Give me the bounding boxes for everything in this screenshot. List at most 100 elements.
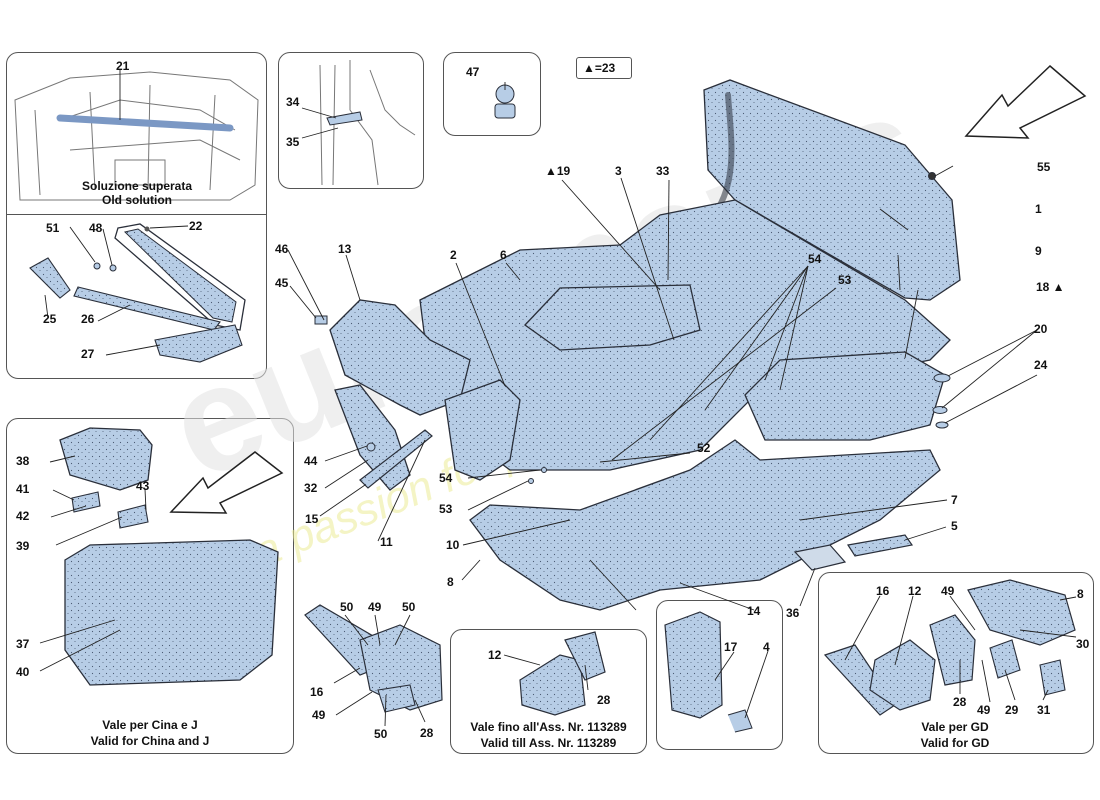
direction-arrow-top-right xyxy=(964,64,1087,139)
callout-6: 6 xyxy=(500,248,507,262)
callout-49-gd: 49 xyxy=(941,584,955,598)
old-solution-sketch xyxy=(14,71,259,201)
direction-arrow-china-panel xyxy=(169,451,284,514)
callout-3: 3 xyxy=(615,164,622,178)
mat-17 xyxy=(664,611,753,733)
callout-35: 35 xyxy=(286,135,300,149)
china-caption-it: Vale per Cina e J xyxy=(102,718,198,732)
gd-caption-it: Vale per GD xyxy=(921,720,989,734)
callout-40: 40 xyxy=(16,665,30,679)
front-side-panel xyxy=(334,384,433,491)
callout-49-b: 49 xyxy=(312,708,326,722)
callout-4: 4 xyxy=(763,640,770,654)
callout-33: 33 xyxy=(656,164,670,178)
callout-31-gd: 31 xyxy=(1037,703,1051,717)
callout-49-gd-b: 49 xyxy=(977,703,991,717)
callout-48: 48 xyxy=(89,221,103,235)
callout-26: 26 xyxy=(81,312,95,326)
callout-11: 11 xyxy=(380,535,393,549)
callout-52: 52 xyxy=(697,441,711,455)
callout-37: 37 xyxy=(16,637,30,651)
legend-note: ▲=23 xyxy=(583,61,616,75)
callout-28-ass: 28 xyxy=(597,693,611,707)
heel-pad xyxy=(793,534,914,571)
gd-caption-en: Valid for GD xyxy=(920,736,990,750)
callout-53-bottom: 53 xyxy=(439,502,453,516)
callout-50-b: 50 xyxy=(402,600,416,614)
side-carpet-piece xyxy=(444,379,521,481)
callout-12-gd: 12 xyxy=(908,584,922,598)
callout-54-top: 54 xyxy=(808,252,822,266)
callout-10: 10 xyxy=(446,538,460,552)
callout-43: 43 xyxy=(136,479,150,493)
callout-9: 9 xyxy=(1035,244,1042,258)
callout-29-gd: 29 xyxy=(1005,703,1019,717)
callout-50-a: 50 xyxy=(340,600,354,614)
callout-28-gd: 28 xyxy=(953,695,967,709)
old-solution-caption-en: Old solution xyxy=(102,193,172,207)
callout-18: 18 ▲ xyxy=(1036,280,1065,294)
callout-16-gd: 16 xyxy=(876,584,890,598)
callout-53-top: 53 xyxy=(838,273,852,287)
callout-1: 1 xyxy=(1035,202,1042,216)
callout-27: 27 xyxy=(81,347,95,361)
callout-8-gd: 8 xyxy=(1077,587,1084,601)
callout-28: 28 xyxy=(420,726,434,740)
left-footwell-panel xyxy=(329,299,471,416)
callout-2: 2 xyxy=(450,248,457,262)
callout-44: 44 xyxy=(304,454,318,468)
leader-lines xyxy=(39,70,1077,727)
china-caption-en: Valid for China and J xyxy=(90,734,210,748)
callout-54-bottom: 54 xyxy=(439,471,453,485)
callout-22: 22 xyxy=(189,219,203,233)
callout-25: 25 xyxy=(43,312,57,326)
callout-39: 39 xyxy=(16,539,30,553)
callout-13: 13 xyxy=(338,242,352,256)
panel-ass-113289 xyxy=(450,629,647,754)
callout-16: 16 xyxy=(310,685,324,699)
callout-47: 47 xyxy=(466,65,480,79)
callout-41: 41 xyxy=(16,482,30,496)
callout-36: 36 xyxy=(786,606,800,620)
callout-45: 45 xyxy=(275,276,289,290)
ass-caption-it: Vale fino all'Ass. Nr. 113289 xyxy=(470,720,627,734)
callout-8: 8 xyxy=(447,575,454,589)
callout-51: 51 xyxy=(46,221,60,235)
clip-47 xyxy=(494,84,516,119)
old-solution-caption-it: Soluzione superata xyxy=(81,179,193,193)
callout-15: 15 xyxy=(305,512,319,526)
callout-32: 32 xyxy=(304,481,318,495)
pillar-detail-sketch xyxy=(319,60,416,186)
panel-divider xyxy=(6,214,267,215)
brace-21 xyxy=(56,114,234,132)
bracket-assembly xyxy=(304,604,443,713)
callout-5: 5 xyxy=(951,519,958,533)
callout-38: 38 xyxy=(16,454,30,468)
ass-caption-en: Valid till Ass. Nr. 113289 xyxy=(480,736,617,750)
callout-14: 14 xyxy=(747,604,761,618)
legend-box xyxy=(576,57,632,79)
callout-50-c: 50 xyxy=(374,727,388,741)
callout-21: 21 xyxy=(116,59,130,73)
callout-20: 20 xyxy=(1034,322,1048,336)
fasteners xyxy=(314,172,951,484)
callout-12: 12 xyxy=(488,648,502,662)
callout-7: 7 xyxy=(951,493,958,507)
callout-24: 24 xyxy=(1034,358,1048,372)
callout-49-a: 49 xyxy=(368,600,382,614)
tunnel-carpet xyxy=(469,439,941,611)
callout-17: 17 xyxy=(724,640,738,654)
callout-34: 34 xyxy=(286,95,300,109)
callout-19: ▲19 xyxy=(545,164,571,178)
gd-panel-parts xyxy=(823,579,1076,716)
ass-panel-parts xyxy=(519,631,606,716)
china-panel-parts xyxy=(59,427,279,686)
old-solution-parts xyxy=(29,223,246,363)
callout-30-gd: 30 xyxy=(1076,637,1090,651)
callout-46: 46 xyxy=(275,242,289,256)
panel-clip-47 xyxy=(443,52,541,136)
callout-55: 55 xyxy=(1037,160,1051,174)
callout-42: 42 xyxy=(16,509,30,523)
